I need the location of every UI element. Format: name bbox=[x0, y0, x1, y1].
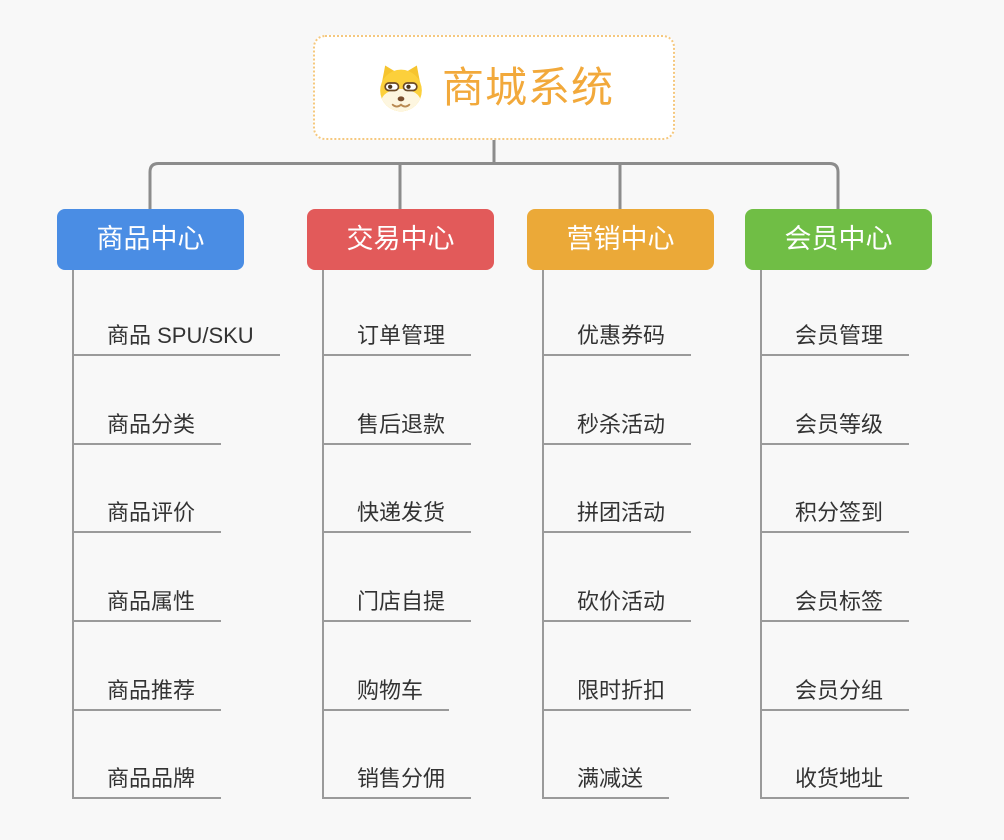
leaf-label: 商品品牌 bbox=[107, 765, 196, 791]
branch-label: 会员中心 bbox=[784, 224, 893, 254]
branch-vertical-line bbox=[322, 270, 324, 799]
leaf-node[interactable]: 收货地址 bbox=[760, 755, 910, 799]
leaf-node[interactable]: 商品分类 bbox=[72, 401, 222, 445]
leaf-node[interactable]: 订单管理 bbox=[322, 312, 472, 356]
leaf-node[interactable]: 会员标签 bbox=[760, 578, 910, 622]
branch-label: 营销中心 bbox=[566, 224, 675, 254]
branch-vertical-line bbox=[760, 270, 762, 799]
leaf-node[interactable]: 商品属性 bbox=[72, 578, 222, 622]
leaf-node[interactable]: 销售分佣 bbox=[322, 755, 472, 799]
leaf-label: 快递发货 bbox=[357, 499, 446, 525]
leaf-label: 订单管理 bbox=[357, 322, 446, 348]
branch: 营销中心 优惠券码秒杀活动拼团活动砍价活动限时折扣满减送 bbox=[527, 209, 787, 840]
leaf-label: 商品评价 bbox=[107, 499, 196, 525]
root-title: 商城系统 bbox=[441, 63, 614, 111]
branch: 商品中心 商品 SPU/SKU 商品分类商品评价商品属性商品推荐商品品牌 bbox=[57, 209, 317, 840]
leaf-node[interactable]: 购物车 bbox=[322, 667, 450, 711]
leaf-node[interactable]: 会员分组 bbox=[760, 667, 910, 711]
leaf-node[interactable]: 商品品牌 bbox=[72, 755, 222, 799]
leaf-label: 积分签到 bbox=[795, 499, 884, 525]
leaf-label: 会员管理 bbox=[795, 322, 884, 348]
leaf-label: 购物车 bbox=[357, 677, 424, 703]
leaf-node[interactable]: 秒杀活动 bbox=[542, 401, 692, 445]
leaf-node[interactable]: 商品推荐 bbox=[72, 667, 222, 711]
branch-header-node[interactable]: 商品中心 bbox=[57, 209, 244, 270]
leaf-node[interactable]: 售后退款 bbox=[322, 401, 472, 445]
leaf-label: 会员等级 bbox=[795, 411, 884, 437]
branch: 交易中心 订单管理售后退款快递发货门店自提购物车销售分佣 bbox=[307, 209, 567, 840]
leaf-node[interactable]: 限时折扣 bbox=[542, 667, 692, 711]
leaf-label: 收货地址 bbox=[795, 765, 884, 791]
leaf-label: 满减送 bbox=[577, 765, 644, 791]
leaf-label: 会员分组 bbox=[795, 677, 884, 703]
leaf-label: 售后退款 bbox=[357, 411, 446, 437]
leaf-node[interactable]: 商品 SPU/SKU bbox=[72, 312, 280, 356]
leaf-label: 商品推荐 bbox=[107, 677, 196, 703]
leaf-node[interactable]: 砍价活动 bbox=[542, 578, 692, 622]
leaf-node[interactable]: 商品评价 bbox=[72, 489, 222, 533]
branch-header-node[interactable]: 交易中心 bbox=[307, 209, 494, 270]
leaf-node[interactable]: 满减送 bbox=[542, 755, 670, 799]
leaf-node[interactable]: 会员管理 bbox=[760, 312, 910, 356]
branch-label: 交易中心 bbox=[346, 224, 455, 254]
leaf-label: 拼团活动 bbox=[577, 499, 666, 525]
branch-header-node[interactable]: 会员中心 bbox=[745, 209, 932, 270]
root-node[interactable]: 商城系统 bbox=[313, 35, 675, 140]
leaf-node[interactable]: 拼团活动 bbox=[542, 489, 692, 533]
leaf-label: 门店自提 bbox=[357, 588, 446, 614]
leaf-label: 优惠券码 bbox=[577, 322, 666, 348]
leaf-node[interactable]: 优惠券码 bbox=[542, 312, 692, 356]
leaf-node[interactable]: 积分签到 bbox=[760, 489, 910, 533]
leaf-node[interactable]: 门店自提 bbox=[322, 578, 472, 622]
shiba-dog-icon bbox=[380, 65, 422, 111]
leaf-label: 秒杀活动 bbox=[577, 411, 666, 437]
branch-vertical-line bbox=[72, 270, 74, 799]
leaf-label: 商品属性 bbox=[107, 588, 196, 614]
branch: 会员中心 会员管理会员等级积分签到会员标签会员分组收货地址 bbox=[745, 209, 1004, 840]
branch-label: 商品中心 bbox=[96, 224, 205, 254]
leaf-label: 商品分类 bbox=[107, 411, 196, 437]
leaf-label: 限时折扣 bbox=[577, 677, 666, 703]
branch-header-node[interactable]: 营销中心 bbox=[527, 209, 714, 270]
leaf-node[interactable]: 会员等级 bbox=[760, 401, 910, 445]
leaf-label: 砍价活动 bbox=[577, 588, 666, 614]
leaf-label: 商品 SPU/SKU bbox=[107, 322, 254, 348]
leaf-node[interactable]: 快递发货 bbox=[322, 489, 472, 533]
leaf-label: 销售分佣 bbox=[357, 765, 446, 791]
leaf-label: 会员标签 bbox=[795, 588, 884, 614]
branch-vertical-line bbox=[542, 270, 544, 799]
